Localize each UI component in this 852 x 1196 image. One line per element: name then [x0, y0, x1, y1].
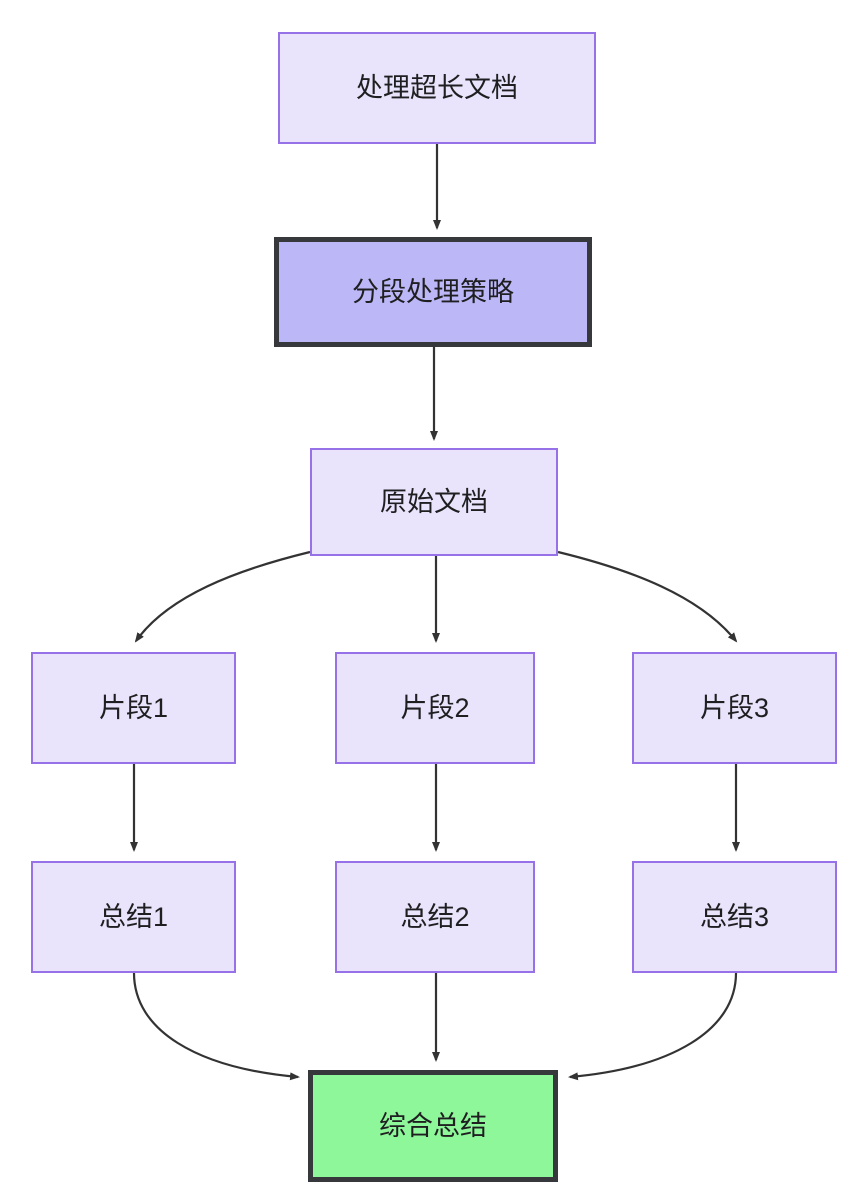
node-label: 片段1	[98, 692, 169, 723]
node-segment-3[interactable]: 片段3	[632, 652, 837, 764]
node-chunking-strategy[interactable]: 分段处理策略	[274, 237, 592, 347]
edge-n3-to-n4	[134, 550, 311, 643]
node-label: 总结2	[400, 901, 470, 932]
edge-n7-to-n10	[132, 972, 300, 1081]
node-label: 分段处理策略	[352, 276, 514, 307]
node-original-document[interactable]: 原始文档	[310, 448, 558, 556]
node-label: 总结1	[98, 901, 169, 932]
node-label: 原始文档	[380, 486, 488, 517]
node-label: 片段3	[699, 692, 770, 723]
edge-n9-to-n10	[568, 972, 738, 1081]
node-summary-1[interactable]: 总结1	[31, 861, 236, 973]
node-process-long-document[interactable]: 处理超长文档	[278, 32, 596, 144]
node-segment-2[interactable]: 片段2	[335, 652, 535, 764]
node-summary-2[interactable]: 总结2	[335, 861, 535, 973]
node-label: 处理超长文档	[356, 72, 518, 103]
node-segment-1[interactable]: 片段1	[31, 652, 236, 764]
node-label: 综合总结	[379, 1110, 487, 1141]
node-summary-3[interactable]: 总结3	[632, 861, 837, 973]
node-comprehensive-summary[interactable]: 综合总结	[308, 1070, 558, 1182]
node-label: 总结3	[699, 901, 770, 932]
edge-n3-to-n6	[557, 550, 738, 643]
node-label: 片段2	[400, 692, 470, 723]
